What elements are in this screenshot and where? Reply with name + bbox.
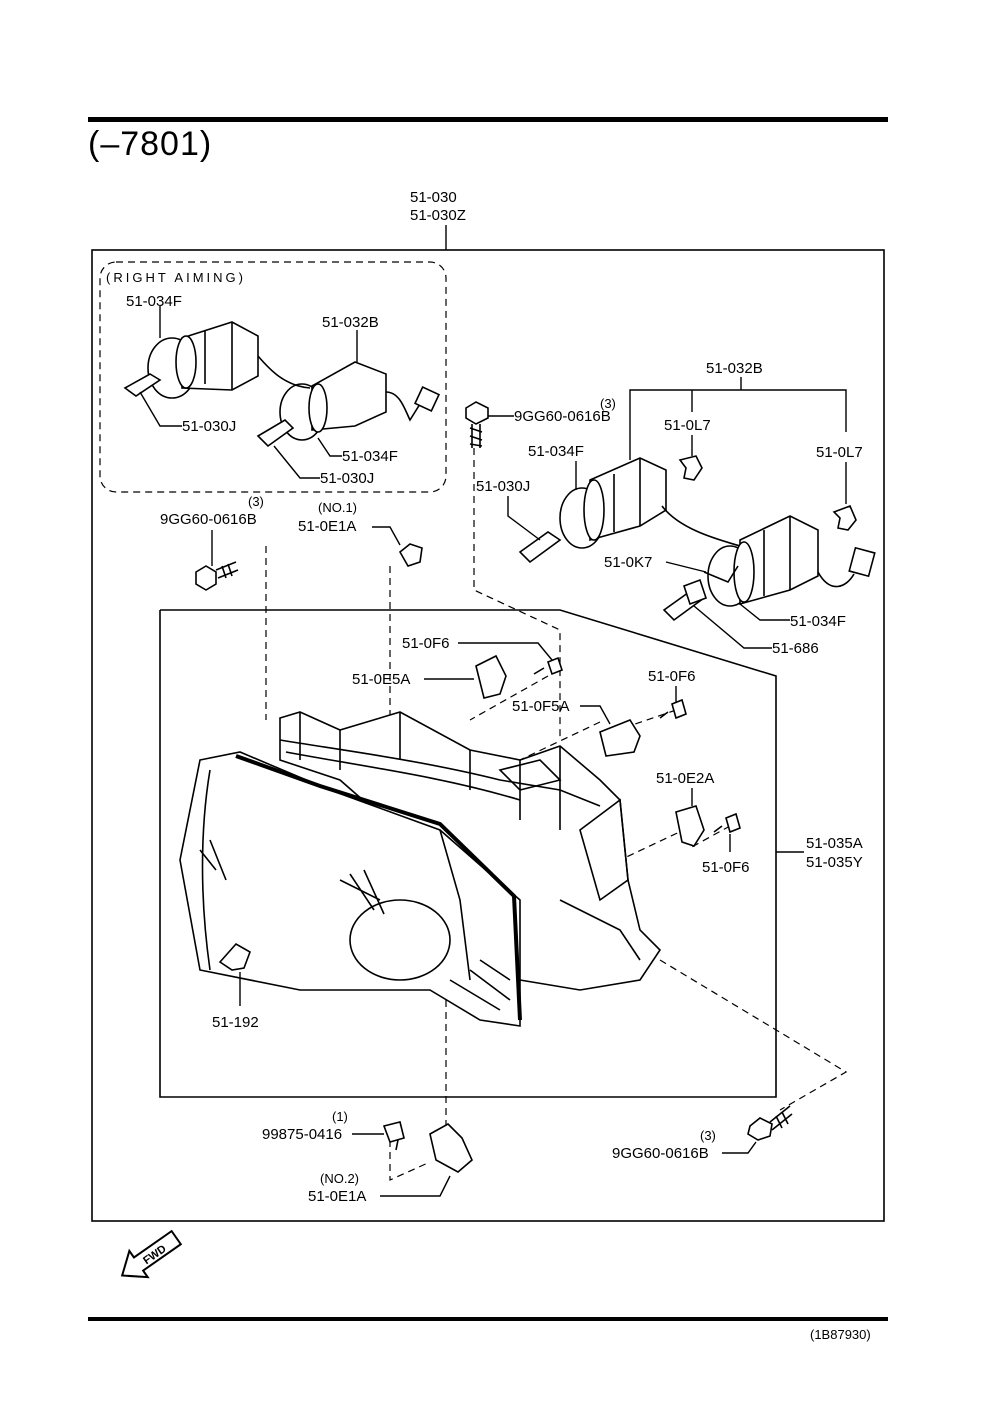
- housing-box: [159, 609, 777, 1098]
- right-aiming-label: (RIGHT AIMING): [106, 270, 246, 285]
- ur-bolt-qty: (3): [600, 396, 616, 411]
- hp-clip-b-label: 51-0E2A: [656, 770, 714, 787]
- bracket-icon: [429, 1123, 473, 1173]
- hp-housing-label-alt: 51-035Y: [806, 854, 863, 871]
- bottom-bracket-label: 51-0E1A: [308, 1188, 366, 1205]
- fwd-arrow-icon: FWD: [120, 1229, 183, 1279]
- clip-icon: [675, 805, 705, 847]
- assembly-number: 51-030: [410, 189, 457, 206]
- bulb-icon: [518, 531, 562, 564]
- bracket-no1-tag: (NO.1): [318, 500, 357, 515]
- headlight-housing-icon: [179, 711, 662, 1027]
- bulb-housing-icon: [256, 361, 441, 448]
- connector-icon: [678, 455, 703, 481]
- bracket-icon: [599, 719, 641, 757]
- assembly-label: 51-030 51-030Z: [410, 189, 466, 250]
- left-bolt-qty: (3): [248, 494, 264, 509]
- bottom-bracket-tag: (NO.2): [320, 1171, 359, 1186]
- bulb-housing-icon: [707, 515, 876, 607]
- ra-housing-label: 51-032B: [322, 314, 379, 331]
- ur-assembly-label: 51-032B: [706, 360, 763, 377]
- assembly-number-alt: 51-030Z: [410, 207, 466, 224]
- bolt-icon: [195, 561, 239, 591]
- ra-socket-a-label: 51-034F: [126, 293, 182, 310]
- bracket-no1-label: 51-0E1A: [298, 518, 356, 535]
- footer-rule: [88, 1317, 888, 1321]
- ur-socket-a-label: 51-034F: [528, 443, 584, 460]
- ur-connector-b-label: 51-0L7: [816, 444, 863, 461]
- page-title: (–7801): [88, 125, 212, 163]
- hp-clip-a-label: 51-0E5A: [352, 671, 410, 688]
- clip-icon: [475, 654, 507, 699]
- ra-socket-b-label: 51-034F: [342, 448, 398, 465]
- hp-screw-a-label: 51-0F6: [402, 635, 450, 652]
- drawing-code: (1B87930): [810, 1327, 871, 1342]
- upper-right-group: 51-032B (3) 9GG60-0616B 51-0L7 51-0L7 51…: [465, 360, 876, 657]
- bolt-icon: [465, 401, 489, 448]
- bottom-screw-qty: (1): [332, 1109, 348, 1124]
- hp-screw-b-label: 51-0F6: [648, 668, 696, 685]
- assembly-lines: [265, 448, 848, 1181]
- housing-parts-group: 51-0F6 51-0E5A 51-0F6 51-0F5A 51-0E2A 51…: [212, 635, 863, 1031]
- screw-icon: [659, 698, 687, 720]
- ur-connector-a-label: 51-0L7: [664, 417, 711, 434]
- bottom-screw-label: 99875-0416: [262, 1126, 342, 1143]
- bottom-bolt-label: 9GG60-0616B: [612, 1145, 709, 1162]
- clip-icon: [398, 543, 423, 567]
- left-bolt-group: (3) 9GG60-0616B: [160, 494, 264, 591]
- ur-socket-b-label: 51-034F: [790, 613, 846, 630]
- ra-bulb-b-label: 51-030J: [320, 470, 374, 487]
- hp-screw-c-label: 51-0F6: [702, 859, 750, 876]
- bulb-socket-icon: [123, 321, 311, 399]
- screw-icon: [713, 812, 741, 834]
- lens-clip-icon: [218, 942, 251, 971]
- screw-icon: [533, 656, 563, 676]
- left-bolt-label: 9GG60-0616B: [160, 511, 257, 528]
- header-rule: [88, 117, 888, 122]
- bottom-bolt-qty: (3): [700, 1128, 716, 1143]
- ur-bolt-label: 9GG60-0616B: [514, 408, 611, 425]
- hp-lens-clip-label: 51-192: [212, 1014, 259, 1031]
- bracket-no1-group: (NO.1) 51-0E1A: [298, 500, 423, 567]
- ur-connector-k-label: 51-0K7: [604, 554, 652, 571]
- bulb-socket-icon: [559, 457, 741, 549]
- ra-bulb-a-label: 51-030J: [182, 418, 236, 435]
- bottom-parts-group: (1) 99875-0416 (NO.2) 51-0E1A (3) 9GG60-…: [262, 1105, 793, 1205]
- screw-icon: [382, 1121, 405, 1151]
- ur-bulb-b-label: 51-686: [772, 640, 819, 657]
- bolt-icon: [747, 1105, 793, 1141]
- assembly-frame: [91, 249, 885, 1222]
- ur-bulb-a-label: 51-030J: [476, 478, 530, 495]
- connector-icon: [832, 504, 857, 531]
- hp-bracket-label: 51-0F5A: [512, 698, 570, 715]
- right-aiming-inset: (RIGHT AIMING) 51-034F 51-030J 51-032B 5…: [99, 261, 447, 493]
- hp-housing-label: 51-035A: [806, 835, 863, 852]
